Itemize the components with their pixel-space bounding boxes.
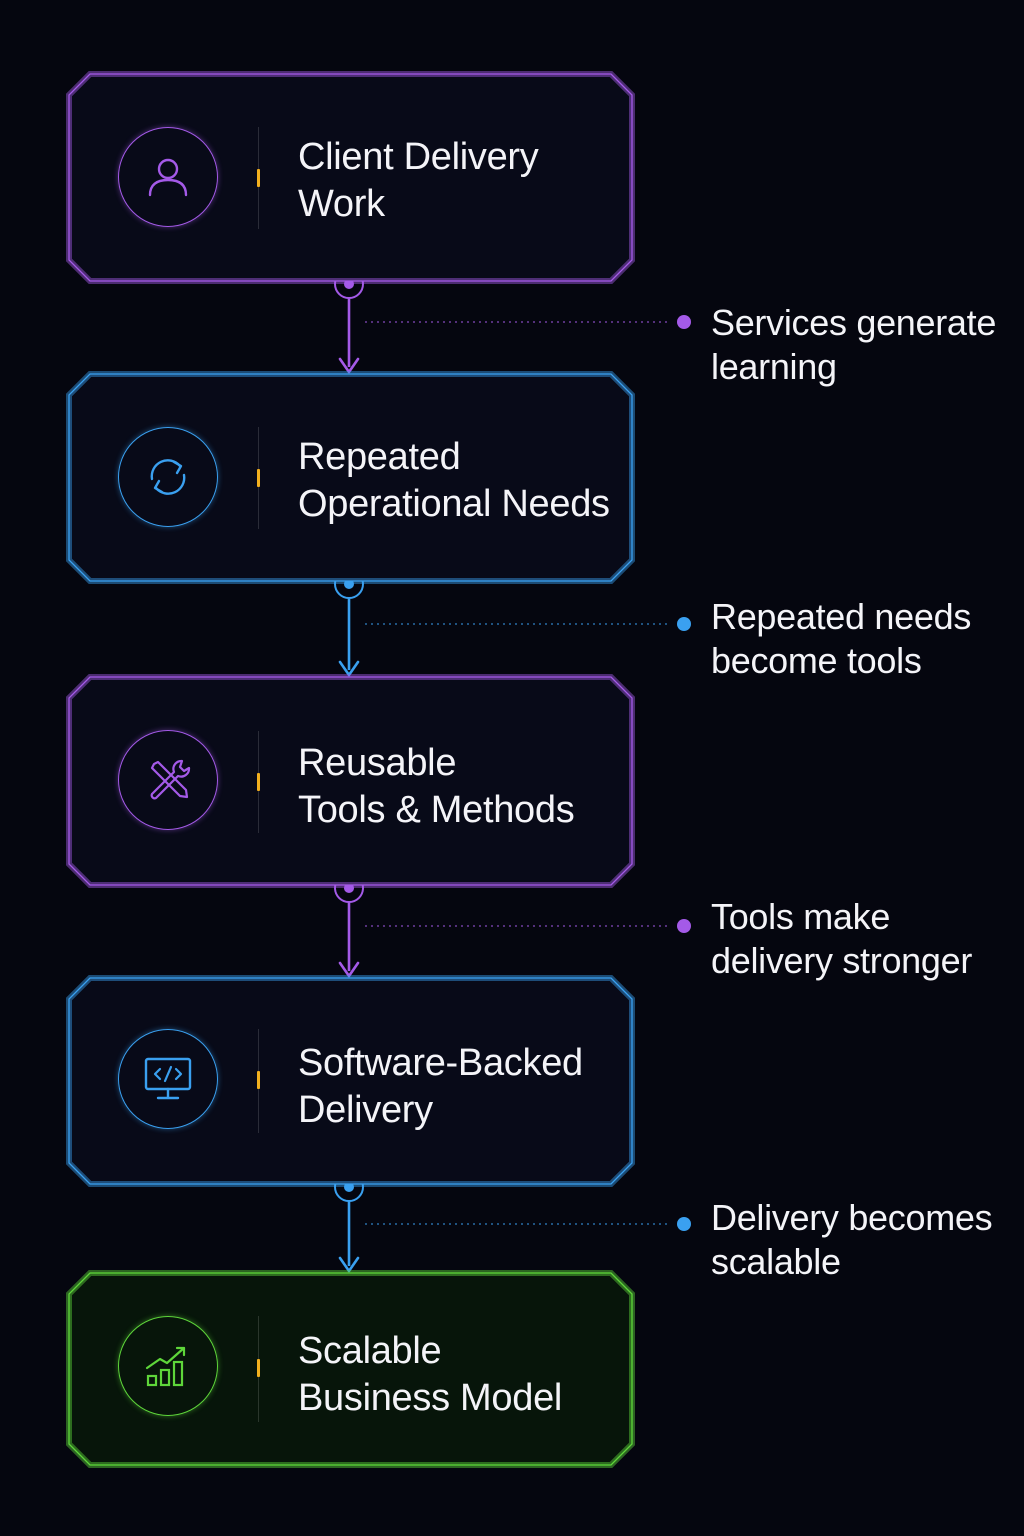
stage-icon-ring (118, 1316, 218, 1416)
connector-1 (334, 269, 691, 374)
stage-title-line2: Work (298, 183, 385, 225)
connector-4 (334, 1172, 691, 1273)
tools-icon-screwdriver (150, 760, 189, 799)
transition-note-line1: Services generate (711, 302, 997, 343)
stage-icon-ring (118, 427, 218, 527)
stage-icon-ring (118, 730, 218, 830)
transition-note-line2: delivery stronger (711, 940, 973, 981)
leader-dot (677, 1217, 691, 1231)
refresh-icon-arrow-top (172, 460, 183, 475)
stage-title-line2: Operational Needs (298, 483, 610, 525)
user-icon-body (148, 178, 188, 197)
stage-client-delivery-work: Client Delivery Work (66, 71, 635, 284)
user-icon-head (157, 158, 179, 180)
stage-software-backed-delivery: Software-Backed Delivery (66, 975, 635, 1187)
growth-chart-icon (145, 1346, 186, 1387)
leader-dot (677, 919, 691, 933)
stage-frame (66, 371, 635, 584)
growth-chart-icon-bar-3 (172, 1360, 184, 1387)
stage-divider-marker (257, 773, 260, 791)
leader-dot (677, 617, 691, 631)
transition-note-line1: Repeated needs (711, 596, 972, 637)
stage-frame-border (68, 977, 633, 1185)
stage-divider-marker (257, 1071, 260, 1089)
stage-frame-border (68, 73, 633, 282)
stage-frame-border (68, 676, 633, 886)
growth-chart-icon-trend (145, 1346, 186, 1370)
stage-frame (66, 71, 635, 284)
connector-arrowhead (338, 1256, 360, 1273)
transition-note-line1: Tools make (711, 896, 891, 937)
stage-title-line2: Tools & Methods (298, 789, 575, 831)
stage-title-line2: Business Model (298, 1377, 563, 1419)
connector-2 (334, 569, 691, 677)
refresh-icon (150, 459, 186, 495)
code-monitor-icon (144, 1057, 192, 1100)
tools-icon (150, 759, 191, 800)
transition-note-1: Services generate learning (711, 301, 1011, 389)
stage-frame (66, 1270, 635, 1468)
stage-title: Scalable Business Model (298, 1328, 618, 1422)
stage-title: Client Delivery Work (298, 134, 618, 228)
growth-chart-icon-bar-1 (146, 1374, 158, 1387)
transition-note-line2: learning (711, 346, 837, 387)
leader-dot (677, 315, 691, 329)
transition-note-4: Delivery becomes scalable (711, 1196, 1011, 1284)
transition-note-line1: Delivery becomes (711, 1197, 993, 1238)
stage-icon-ring (118, 127, 218, 227)
transition-note-2: Repeated needs become tools (711, 595, 1011, 683)
code-monitor-icon-stand (156, 1087, 180, 1100)
stage-repeated-operational-needs: Repeated Operational Needs (66, 371, 635, 584)
stage-title: Repeated Operational Needs (298, 434, 618, 528)
transition-note-line2: become tools (711, 640, 922, 681)
stage-reusable-tools-methods: Reusable Tools & Methods (66, 674, 635, 888)
stage-title-line1: Reusable (298, 742, 457, 784)
stage-frame-border (68, 373, 633, 582)
stage-title-line1: Client Delivery (298, 136, 539, 178)
stage-title-line2: Delivery (298, 1089, 433, 1131)
stage-icon-ring (118, 1029, 218, 1129)
transition-note-3: Tools make delivery stronger (711, 895, 1011, 983)
code-monitor-icon-brackets (153, 1065, 183, 1083)
stage-divider-marker (257, 1359, 260, 1377)
stage-title: Software-Backed Delivery (298, 1040, 618, 1134)
stage-title-line1: Software-Backed (298, 1042, 583, 1084)
stage-frame (66, 674, 635, 888)
growth-chart-icon-arrowhead (175, 1346, 186, 1357)
transition-note-line2: scalable (711, 1241, 841, 1282)
connector-3 (334, 873, 691, 978)
stage-frame (66, 975, 635, 1187)
connector-arrowhead (338, 357, 360, 374)
growth-chart-icon-bar-2 (159, 1368, 171, 1387)
connector-arrowhead (338, 660, 360, 677)
refresh-icon-arrow-bottom (153, 479, 164, 494)
tools-icon-wrench (150, 759, 191, 800)
stage-divider-marker (257, 469, 260, 487)
stage-title-line1: Scalable (298, 1330, 442, 1372)
stage-title: Reusable Tools & Methods (298, 740, 618, 834)
connector-arrowhead (338, 961, 360, 978)
user-icon (148, 158, 188, 197)
stage-title-line1: Repeated (298, 436, 461, 478)
stage-scalable-business-model: Scalable Business Model (66, 1270, 635, 1468)
stage-divider-marker (257, 169, 260, 187)
stage-frame-border (68, 1272, 633, 1466)
